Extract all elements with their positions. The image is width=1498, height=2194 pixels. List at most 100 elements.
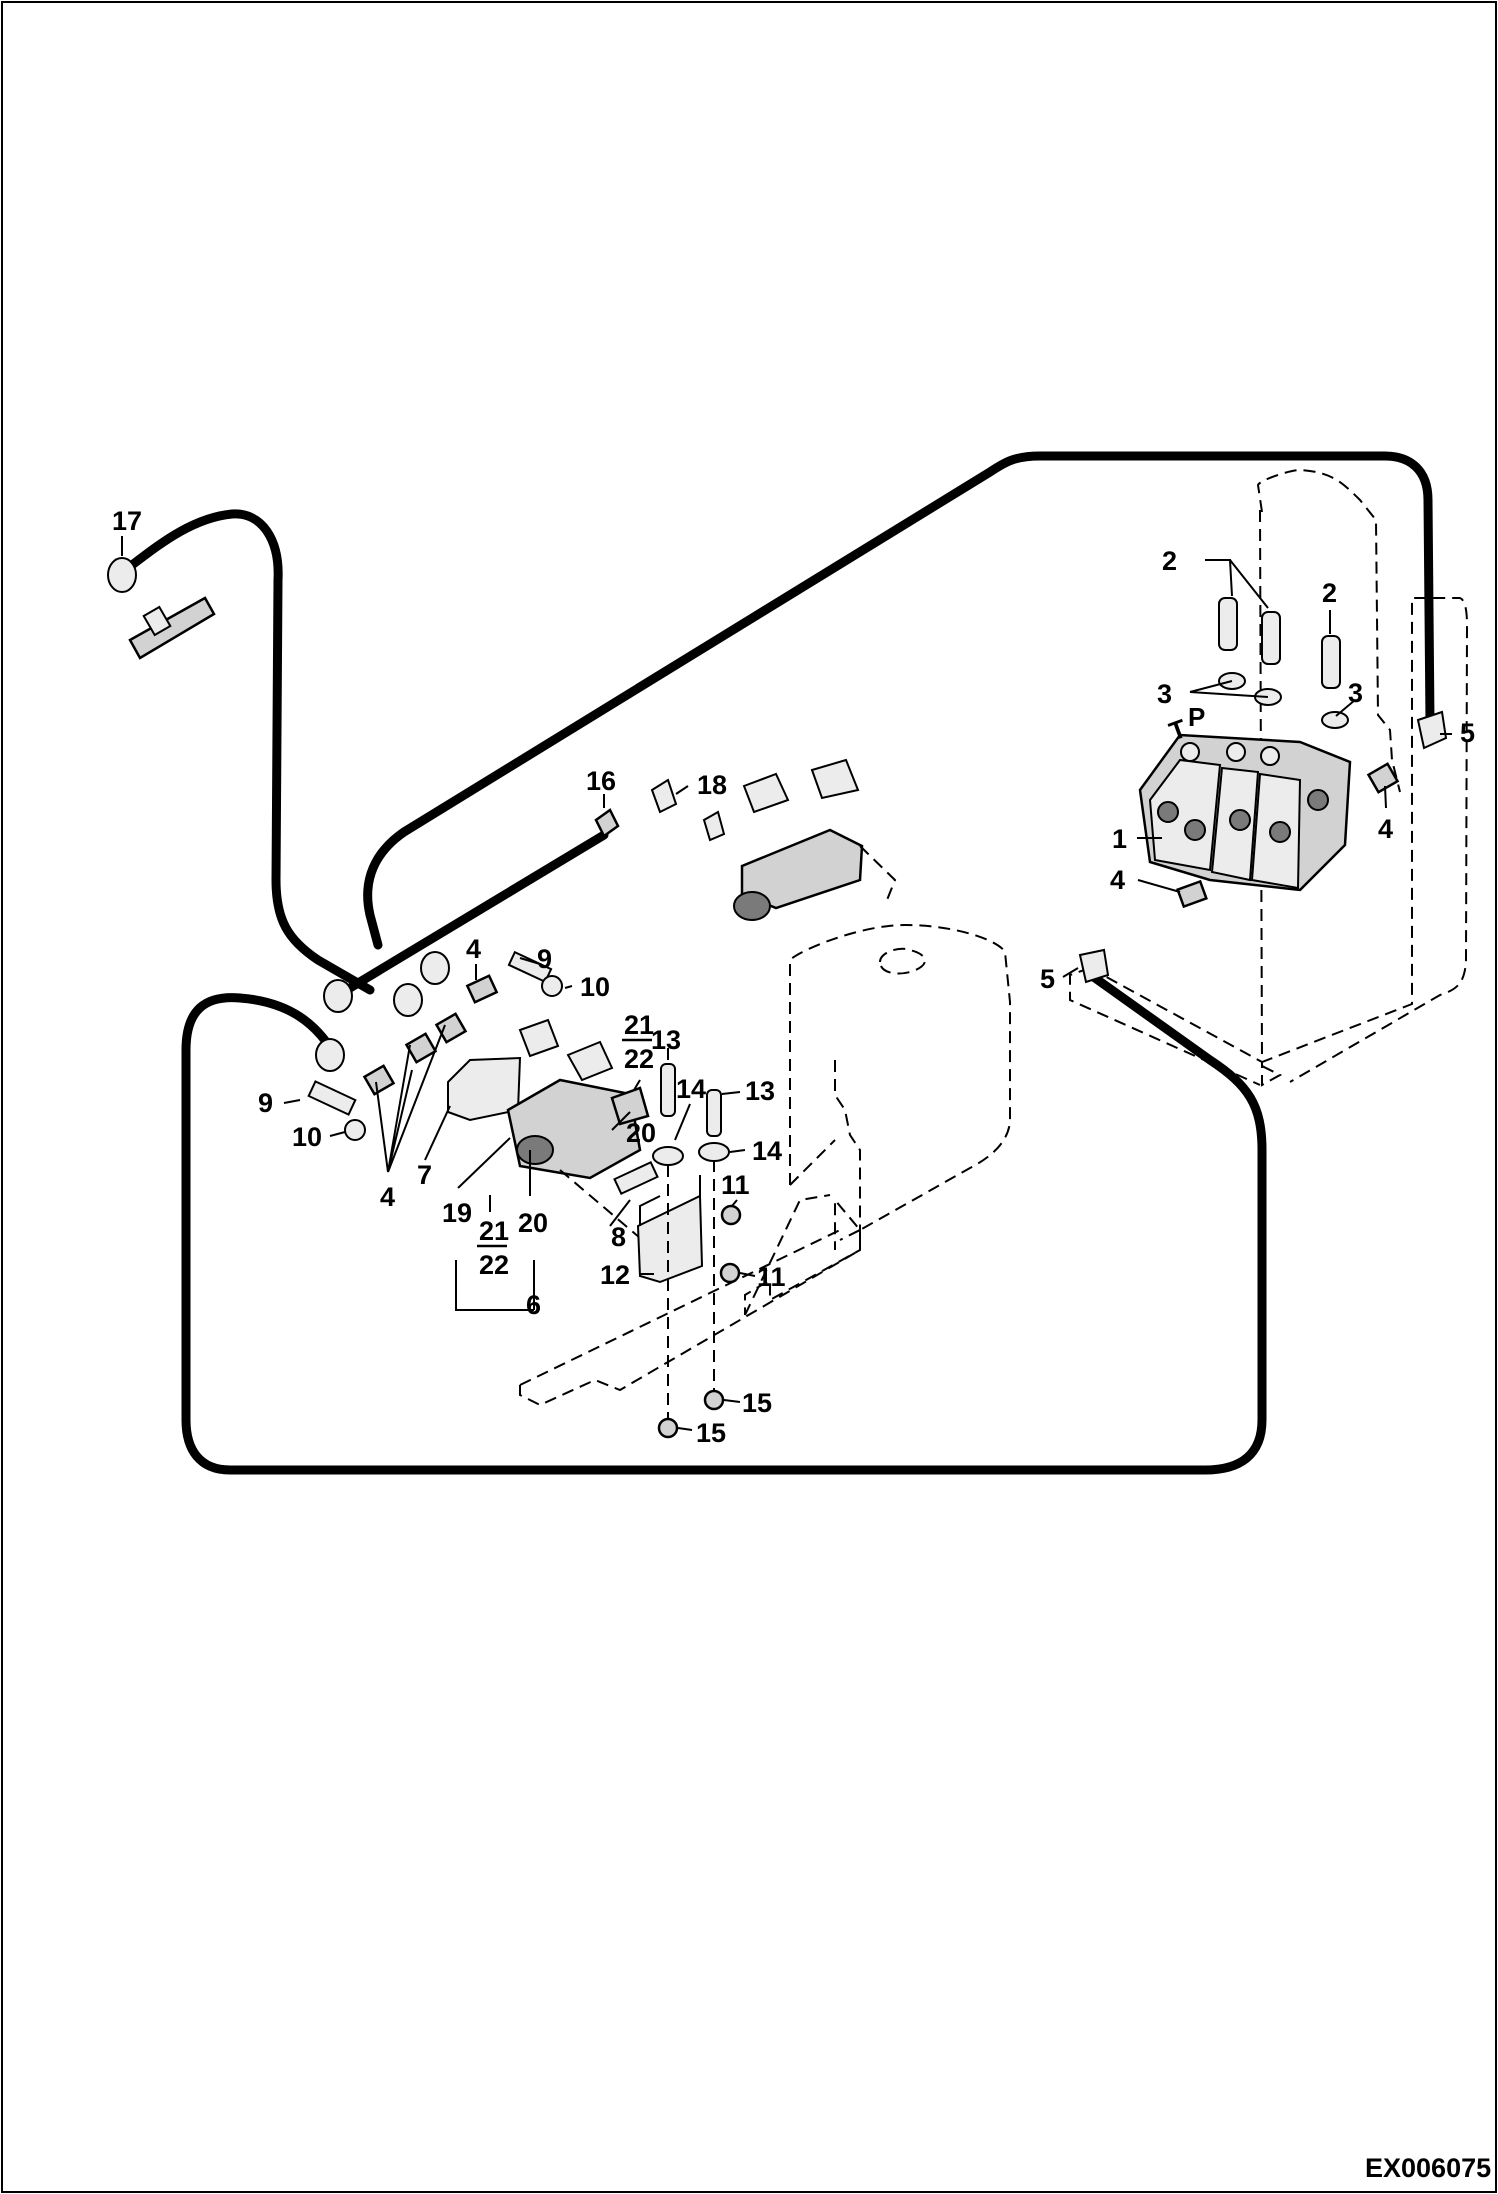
seal-10-left	[344, 1119, 366, 1141]
fitting-4-c	[362, 1064, 396, 1096]
fitting-4-d	[465, 974, 499, 1004]
leader-10-left	[329, 1131, 346, 1137]
callout-8: 8	[611, 1222, 626, 1252]
leader-3b	[1335, 699, 1356, 717]
washer-3c	[1321, 711, 1349, 729]
valve-spool-cap-1	[1226, 742, 1246, 762]
valve-fittings	[1078, 710, 1448, 984]
leader-11a	[731, 1199, 738, 1207]
leader-lines	[121, 536, 1452, 1431]
callout-5b: 5	[1040, 964, 1055, 994]
elbow-5-upper	[1416, 710, 1448, 750]
callout-20a: 20	[518, 1208, 548, 1238]
drawing-code: EX006075	[1365, 2153, 1491, 2183]
callout-6: 6	[526, 1290, 541, 1320]
port-label-t: T	[1165, 713, 1190, 747]
fraction-22-upper: 22	[624, 1044, 654, 1074]
leader-4-right	[1384, 785, 1387, 809]
callout-9a: 9	[537, 944, 552, 974]
callout-9b: 9	[258, 1088, 273, 1118]
callout-4c: 4	[466, 934, 481, 964]
hose-end-left-4	[315, 1038, 345, 1072]
cap-block-left-2	[518, 1018, 560, 1058]
leader-9-left	[283, 1099, 301, 1104]
callout-11a: 11	[721, 1170, 750, 1200]
callout-13b: 13	[745, 1076, 775, 1106]
bolt-2a	[1218, 597, 1238, 651]
leader-4-lower	[1137, 879, 1181, 893]
callout-13a: 13	[651, 1025, 681, 1055]
callout-7: 7	[417, 1160, 432, 1190]
hose-end-16	[594, 808, 620, 838]
bolts-2	[1218, 597, 1341, 689]
fitting-4-lower	[1176, 879, 1208, 909]
fraction-callout-lower: 21 22	[477, 1216, 509, 1280]
valve-mounting-plate	[1259, 509, 1469, 1083]
callout-18: 18	[697, 770, 727, 800]
callout-11b: 11	[757, 1262, 786, 1292]
valve-spool-cap-2	[1260, 746, 1280, 766]
bolt-2c	[1321, 635, 1341, 689]
callout-1: 1	[1112, 824, 1127, 854]
leader-9-right	[519, 957, 541, 965]
tank-outline	[789, 923, 1011, 1250]
left-valve-dash	[559, 1169, 641, 1239]
bolt-8	[613, 1160, 659, 1196]
port-label-p: P	[1188, 702, 1205, 732]
leader-4-cluster	[375, 1024, 446, 1173]
lower-frame-rail	[519, 1228, 861, 1407]
tee-body	[128, 596, 216, 660]
elbow-5-lower	[1078, 948, 1110, 984]
callout-2b: 2	[1322, 578, 1337, 608]
tee-branch	[142, 605, 172, 637]
callout-4d: 4	[380, 1182, 395, 1212]
aux-valve-dash	[859, 845, 897, 906]
seal-10-right	[541, 975, 563, 997]
plug-9-right	[507, 950, 553, 984]
fitting-20	[610, 1086, 650, 1126]
leader-7	[424, 1105, 451, 1161]
bracket-12	[636, 1194, 704, 1284]
callouts: 17 2 2 3 3 5 1 4 4 5 16 18 4 9 10 9 10 4…	[112, 506, 1475, 1448]
leader-18	[675, 785, 689, 795]
fraction-21-upper: 21	[624, 1010, 654, 1040]
valve-port-p	[1180, 742, 1200, 762]
fitting-18b	[702, 810, 726, 842]
tank-filler	[879, 947, 926, 975]
valve-section-1	[1148, 758, 1222, 872]
callout-3a: 3	[1157, 679, 1172, 709]
hose-16	[325, 830, 609, 1005]
tank-bracket	[744, 1139, 836, 1316]
leader-15b	[677, 1427, 693, 1431]
leader-10-right	[564, 985, 573, 989]
leader-3a	[1189, 680, 1269, 698]
hoses	[123, 451, 1435, 1475]
leader-19	[457, 1137, 511, 1189]
leader-8	[609, 1199, 631, 1227]
tee-fitting-17	[107, 557, 216, 660]
callout-15a: 15	[742, 1388, 772, 1418]
callout-17: 17	[112, 506, 142, 536]
callout-4b: 4	[1110, 865, 1125, 895]
leader-14b	[729, 1149, 746, 1153]
aux-valve-coil	[733, 891, 771, 921]
bolt-13a	[660, 1063, 676, 1117]
leader-14a	[674, 1103, 691, 1141]
callout-10a: 10	[580, 972, 610, 1002]
cap-block-2	[810, 758, 860, 800]
callout-19: 19	[442, 1198, 472, 1228]
fitting-4-a	[404, 1032, 438, 1064]
washers-3	[1218, 672, 1349, 729]
callout-15b: 15	[696, 1418, 726, 1448]
bracket-hardware	[636, 1063, 742, 1439]
hose-end-17	[107, 557, 137, 593]
callout-20b: 20	[626, 1118, 656, 1148]
callout-14a: 14	[676, 1074, 706, 1104]
valve-port-c	[1229, 809, 1251, 831]
leader-11b	[739, 1272, 756, 1277]
main-control-valve	[1138, 733, 1352, 892]
hose-17-to-4	[123, 509, 375, 995]
nut-15a	[703, 1389, 725, 1411]
hose-5-lower-loop	[181, 973, 1267, 1475]
